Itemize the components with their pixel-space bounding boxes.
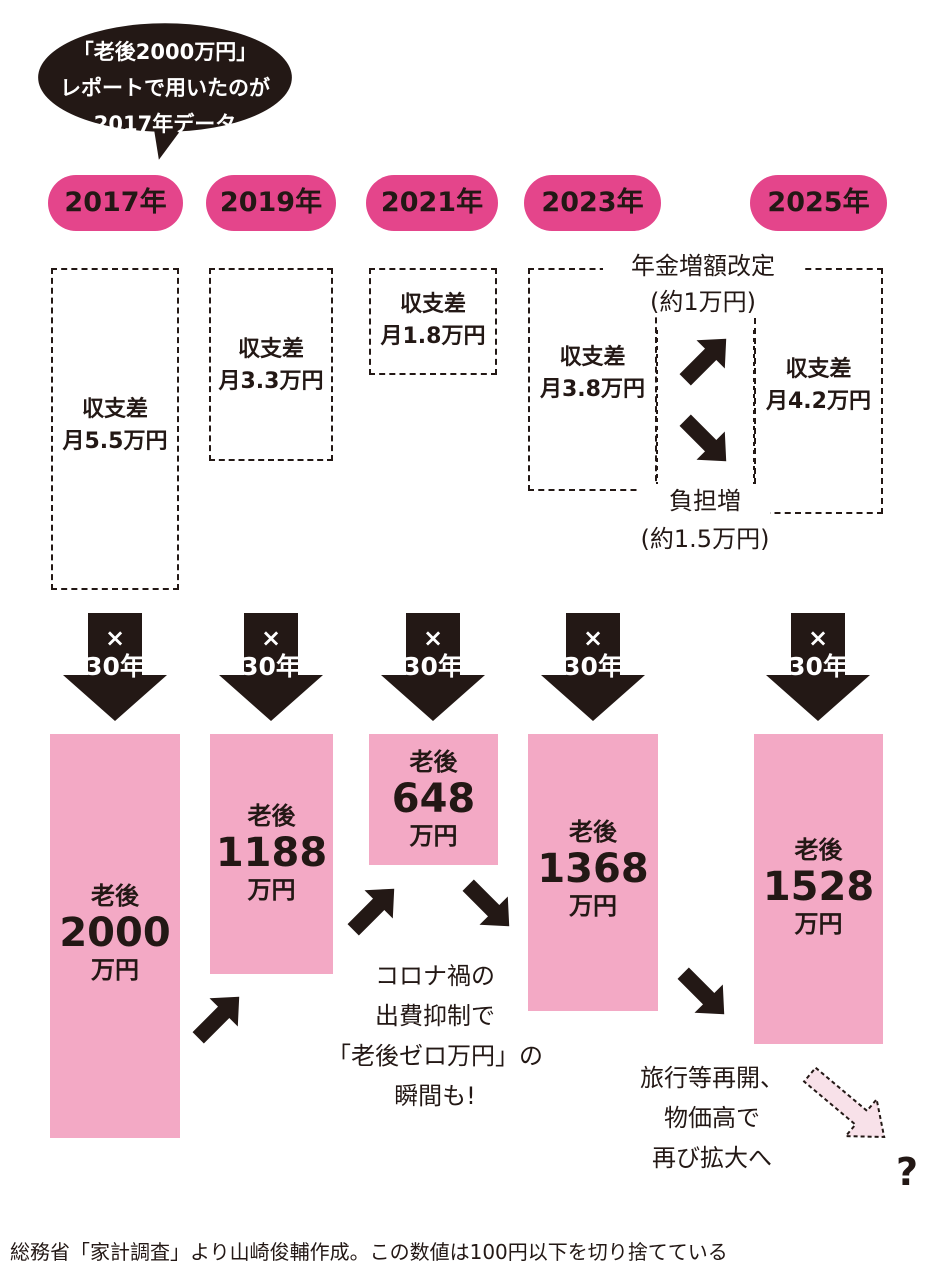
down-arrow-2023-2025 [669,959,739,1029]
gap-label-2025: 収支差 月4.2万円 [766,357,871,414]
multiply-years: 30年 [563,652,623,681]
multiply-label-2023: ×30年 [553,625,633,683]
pension-label-bg [603,252,803,314]
multiply-label-2017: ×30年 [75,625,155,683]
multiply-symbol: × [807,624,829,652]
multiply-symbol: × [104,624,126,652]
total-label-2017: 老後 2000 万円 [50,880,180,986]
total-unit: 万円 [409,822,458,850]
burden-up-line-1: 負担増 [669,487,741,515]
total-value: 1528 [762,864,875,910]
total-label-2019: 老後 1188 万円 [210,800,333,906]
pension-up-line-1: 年金増額改定 [631,252,775,280]
total-bar-2023 [528,734,658,1011]
pension-up-line-2: (約1万円) [650,288,756,316]
travel-line-1: 旅行等再開、 [640,1064,784,1092]
total-bar-2019 [210,734,333,974]
down-arrow-2021-2023 [454,871,524,941]
gap-label-2019: 収支差 月3.3万円 [218,337,324,394]
total-bar-2025 [754,734,883,1044]
multiply-symbol: × [422,624,444,652]
burden-up-label: 負担増 (約1.5万円) [610,482,800,558]
multiply-years: 30年 [241,652,301,681]
multiply-label-2025: ×30年 [778,625,858,683]
covid-note: コロナ禍の 出費抑制で 「老後ゼロ万円」の 瞬間も! [305,956,565,1116]
total-unit: 万円 [794,910,843,938]
bubble-line-2: レポートで用いたのが [60,76,270,100]
gap-box-2019 [209,268,333,461]
gap-label-2021: 収支差 月1.8万円 [380,292,486,349]
total-value: 2000 [59,910,171,956]
multiply-symbol: × [582,624,604,652]
multiply-years: 30年 [403,652,463,681]
source-footnote: 総務省「家計調査」より山崎俊輔作成。この数値は100円以下を切り捨てている [10,1240,728,1264]
total-caption: 老後 [794,836,843,864]
year-pill-2017: 2017年 [48,175,183,231]
bubble-line-3: 2017年データ [93,112,237,136]
year-pill-2019: 2019年 [206,175,336,231]
up-arrow-2017-2019 [184,982,254,1052]
year-pill-2025: 2025年 [750,175,887,231]
travel-note: 旅行等再開、 物価高で 再び拡大へ [612,1058,812,1178]
total-unit: 万円 [247,876,296,904]
question-mark: ? [896,1150,919,1194]
speech-bubble [38,23,292,160]
total-label-2025: 老後 1528 万円 [754,834,883,940]
multiply-label-2021: ×30年 [393,625,473,683]
multiply-years: 30年 [788,652,848,681]
gap-label-2017: 収支差 月5.5万円 [62,397,168,454]
year-pill-2021: 2021年 [366,175,498,231]
gap-box-2017 [51,268,179,590]
covid-line-3: 「老後ゼロ万円」の [327,1042,543,1070]
total-unit: 万円 [91,956,139,984]
multiply-symbol: × [260,624,282,652]
total-value: 648 [391,776,476,822]
year-pill-2023: 2023年 [524,175,661,231]
total-label-2021: 老後 648 万円 [369,746,498,852]
gap-box-2021 [369,268,497,375]
total-caption: 老後 [409,748,458,776]
multiply-label-2019: ×30年 [231,625,311,683]
total-caption: 老後 [569,818,617,846]
covid-line-1: コロナ禍の [375,962,495,990]
total-value: 1188 [215,830,328,876]
down-arrow-burden [671,406,741,476]
covid-line-4: 瞬間も! [394,1082,476,1110]
burden-label-bg [638,484,770,562]
up-arrow-pension [671,324,741,394]
travel-line-3: 再び拡大へ [652,1144,772,1172]
bubble-line-1: 「老後2000万円」 [72,40,258,64]
up-arrow-2019-2021 [339,874,409,944]
pension-up-label: 年金増額改定 (約1万円) [603,248,803,320]
total-value: 1368 [537,846,649,892]
outline-arrow-future [802,1066,886,1139]
covid-line-2: 出費抑制で [375,1002,495,1030]
total-caption: 老後 [247,802,296,830]
total-label-2023: 老後 1368 万円 [528,816,658,922]
gap-box-2025 [754,268,883,514]
total-bar-2017 [50,734,180,1138]
multiply-years: 30年 [85,652,145,681]
total-unit: 万円 [569,892,617,920]
gap-label-2023: 収支差 月3.8万円 [540,345,645,402]
travel-line-2: 物価高で [664,1104,760,1132]
total-caption: 老後 [91,882,139,910]
total-bar-2021 [369,734,498,865]
bubble-text: 「老後2000万円」 レポートで用いたのが 2017年データ [20,34,310,142]
burden-up-line-2: (約1.5万円) [640,525,770,553]
